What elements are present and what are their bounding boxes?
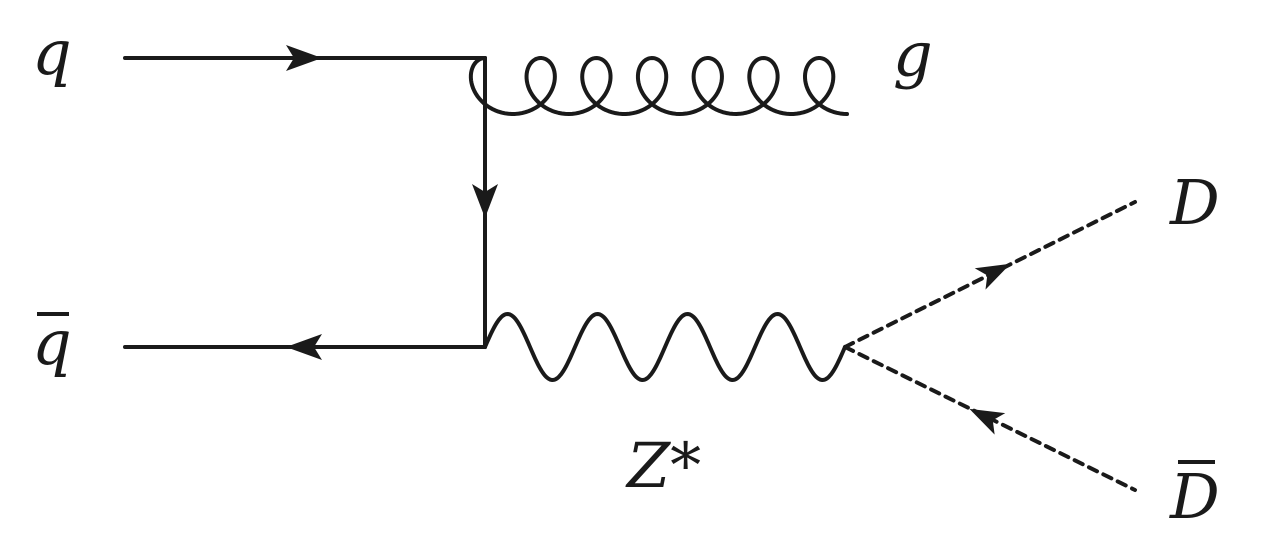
d-arrow	[974, 263, 1011, 290]
gluon-label: g	[893, 18, 933, 91]
z-boson-label: Z*	[627, 429, 702, 502]
z-boson-line	[483, 312, 847, 382]
quark-label: q	[32, 16, 72, 89]
antiquark-label: q	[32, 312, 72, 374]
d-bar-label: D	[1170, 460, 1220, 533]
propagator-arrow	[472, 184, 498, 218]
antiquark-symbol: q	[32, 306, 72, 379]
antiquark-arrow	[286, 334, 322, 360]
d-label: D	[1170, 166, 1220, 239]
quark-arrow	[286, 45, 322, 71]
d-bar-arrow	[969, 408, 1006, 435]
d-bar-symbol: D	[1170, 460, 1220, 533]
gluon-line	[468, 56, 849, 116]
